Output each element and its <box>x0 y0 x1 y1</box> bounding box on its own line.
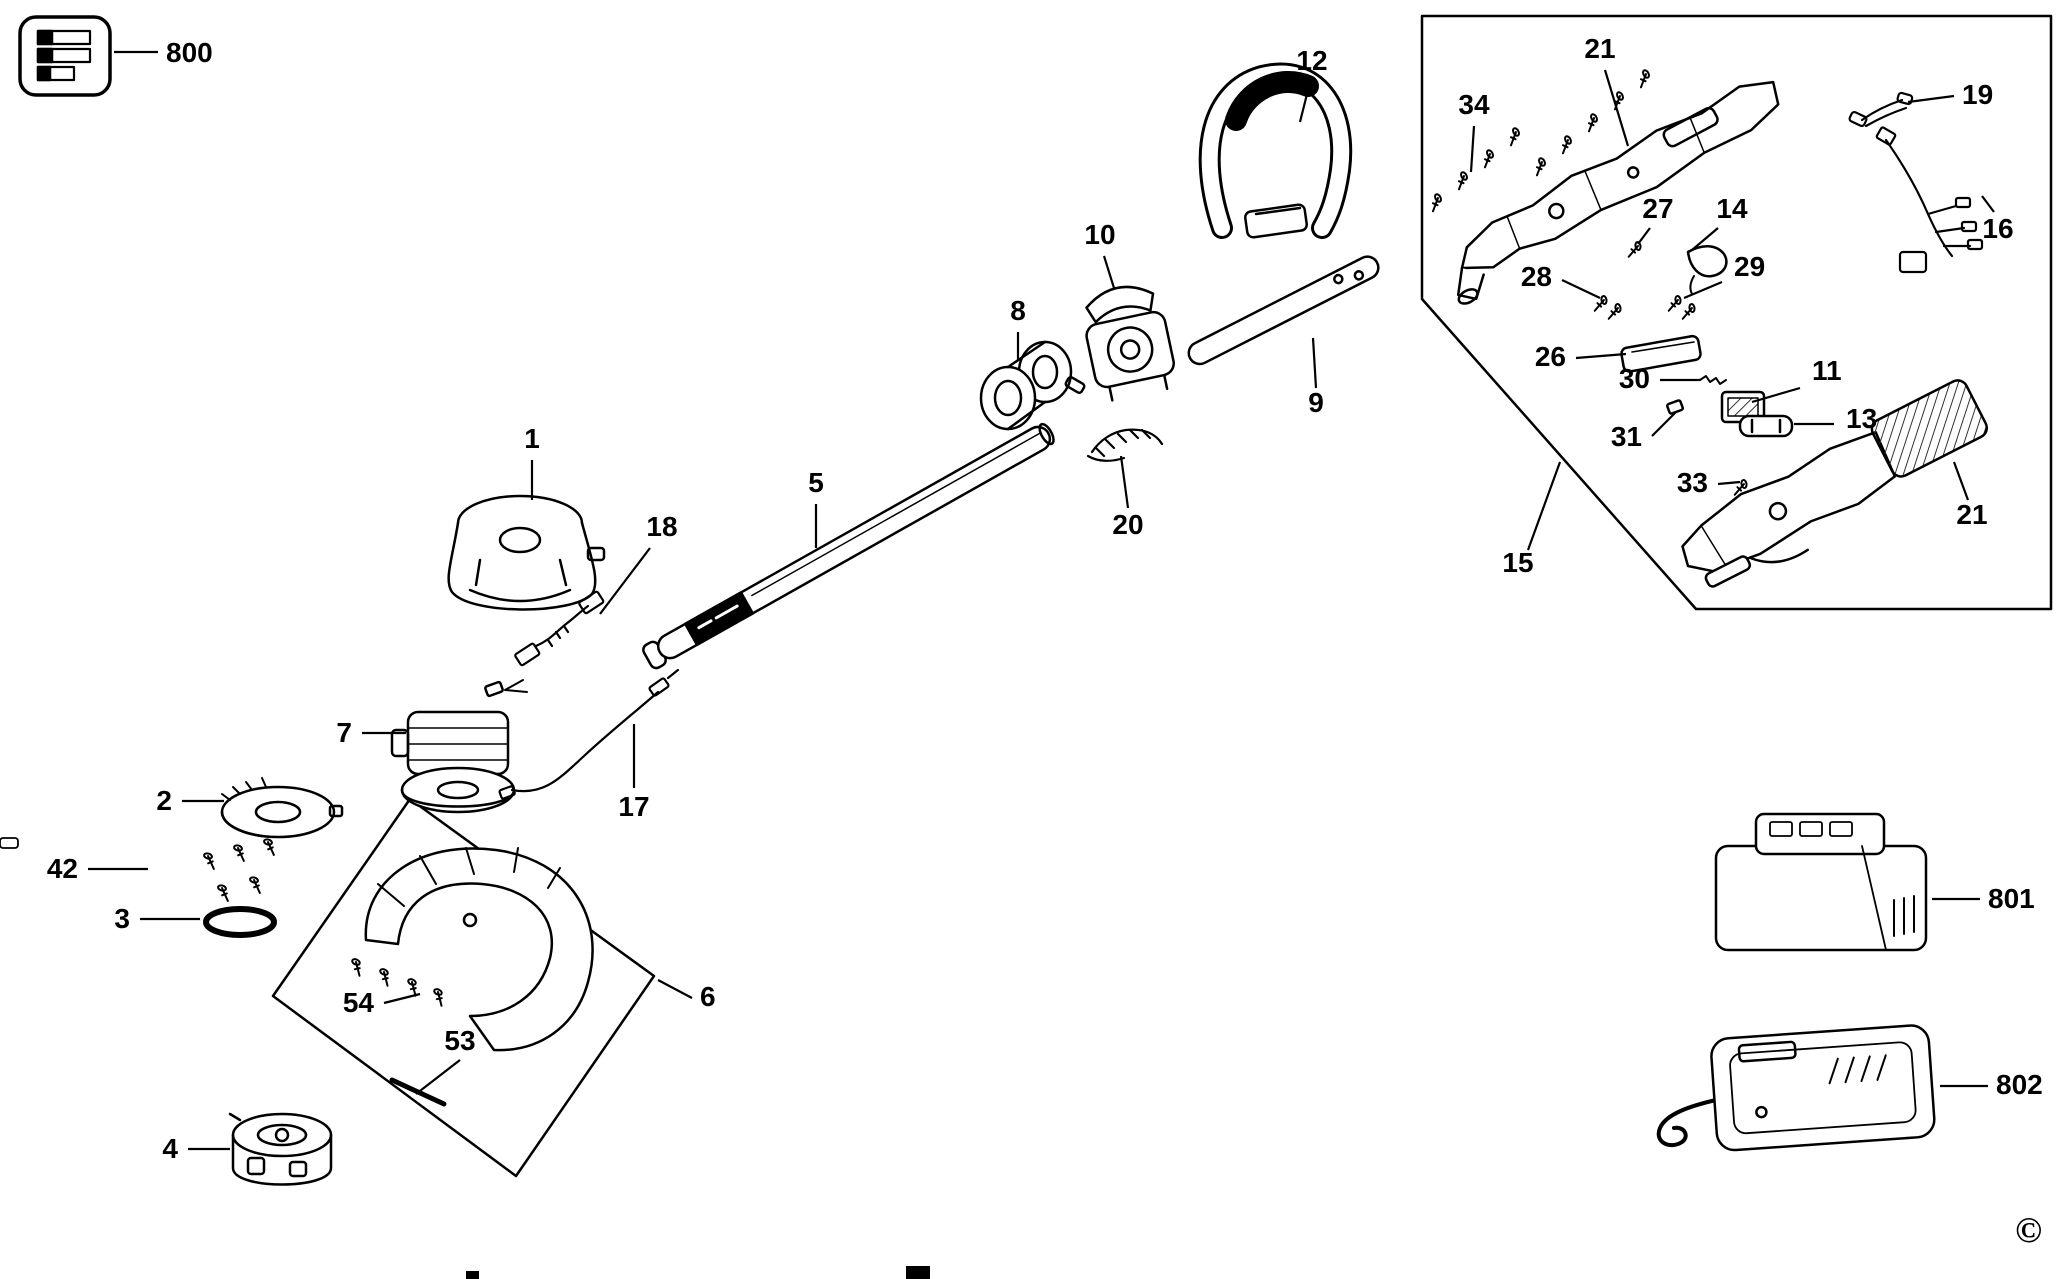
part-label-17: 17 <box>618 791 649 822</box>
part-26-bracket <box>1620 334 1702 373</box>
part-label-9: 9 <box>1308 387 1324 418</box>
part-31-clip <box>1666 399 1684 415</box>
leader-line-19 <box>1907 94 1955 104</box>
part-label-2: 2 <box>156 785 172 816</box>
copyright-symbol: © <box>2015 1210 2042 1250</box>
part-label-31: 31 <box>1611 421 1642 452</box>
part-4-spool <box>228 1112 333 1186</box>
leader-line-31 <box>1651 411 1677 437</box>
part-label-5: 5 <box>808 467 824 498</box>
part-label-21: 21 <box>1584 33 1615 64</box>
page-edge-artifact <box>906 1266 930 1279</box>
leader-line-29 <box>1683 280 1723 300</box>
part-802-charger <box>1710 1024 1936 1152</box>
leader-line-53 <box>415 1059 461 1095</box>
leader-line-26 <box>1575 352 1627 360</box>
manual-icon <box>18 15 112 97</box>
part-label-800: 800 <box>166 37 213 68</box>
part-30-spring <box>1699 375 1727 385</box>
part-label-21: 21 <box>1956 499 1987 530</box>
part-label-6: 6 <box>700 981 716 1012</box>
part-12-loop-handle <box>1198 62 1353 239</box>
part-label-42: 42 <box>47 853 78 884</box>
part-17-cable <box>498 668 680 800</box>
leader-line-10 <box>1102 255 1116 289</box>
part-6-guard <box>364 847 594 1052</box>
leader-line-6 <box>657 979 693 999</box>
part-3-foam-ring <box>203 906 277 938</box>
part-21-upper-housing <box>1456 80 1780 305</box>
part-label-802: 802 <box>1996 1069 2043 1100</box>
page-edge-artifact <box>466 1271 479 1279</box>
part-label-801: 801 <box>1988 883 2035 914</box>
charger-cord <box>1656 1098 1718 1148</box>
part-10-handle-clamp <box>1085 285 1175 402</box>
leader-line-9 <box>1311 337 1318 389</box>
part-label-3: 3 <box>114 903 130 934</box>
part-label-26: 26 <box>1535 341 1566 372</box>
part-label-30: 30 <box>1619 363 1650 394</box>
part-27-screw <box>1625 240 1644 259</box>
leader-line-20 <box>1119 455 1130 509</box>
part-28-screws <box>1591 294 1624 321</box>
part-8-coupler <box>979 340 1086 431</box>
part-label-1: 1 <box>524 423 540 454</box>
part-label-14: 14 <box>1716 193 1748 224</box>
leader-line-14 <box>1691 227 1719 251</box>
part-19-jumper-wire <box>1848 91 1914 128</box>
leader-line-33 <box>1717 480 1741 486</box>
part-label-18: 18 <box>646 511 677 542</box>
leader-line-16 <box>1981 195 1995 213</box>
leader-line-54 <box>383 992 421 1005</box>
part-21-lower-housing <box>1681 379 1989 588</box>
leader-line-21 <box>1952 461 1970 501</box>
part-label-11: 11 <box>1812 355 1842 386</box>
part-label-19: 19 <box>1962 79 1993 110</box>
leader-line-27 <box>1637 227 1651 245</box>
leader-line-11 <box>1751 386 1801 404</box>
part-14-trigger <box>1686 245 1728 295</box>
part-label-29: 29 <box>1734 251 1765 282</box>
leader-line-21 <box>1603 69 1630 147</box>
part-label-10: 10 <box>1084 219 1115 250</box>
part-16-wiring-harness <box>1875 126 1984 274</box>
part-label-53: 53 <box>444 1025 475 1056</box>
part-29-screws <box>1665 294 1698 321</box>
part-2-spool-cap <box>220 777 344 839</box>
part-label-20: 20 <box>1112 509 1143 540</box>
part-label-8: 8 <box>1010 295 1026 326</box>
part-label-34: 34 <box>1458 89 1490 120</box>
part-1-head-housing <box>447 494 606 611</box>
part-7-motor-assembly <box>390 679 528 814</box>
leader-line-34 <box>1469 125 1476 173</box>
inset-box-motor-assembly <box>1420 14 2053 611</box>
part-11-switch <box>1720 390 1766 424</box>
part-18-wire-harness <box>514 590 605 667</box>
part-label-54: 54 <box>343 987 375 1018</box>
part-label-4: 4 <box>162 1133 178 1164</box>
leader-line-18 <box>599 547 651 615</box>
part-label-7: 7 <box>336 717 352 748</box>
part-801-battery <box>0 812 1928 952</box>
part-label-28: 28 <box>1521 261 1552 292</box>
part-20-spring-clip <box>1086 428 1164 462</box>
part-9-upper-tube <box>1187 255 1380 366</box>
part-13-button <box>1738 414 1794 438</box>
part-5-shaft-tube <box>642 422 1055 670</box>
part-label-12: 12 <box>1296 45 1327 76</box>
part-label-33: 33 <box>1677 467 1708 498</box>
part-label-15: 15 <box>1502 547 1533 578</box>
part-label-27: 27 <box>1642 193 1673 224</box>
part-42-screws <box>200 837 279 903</box>
part-label-13: 13 <box>1846 403 1877 434</box>
leader-line-12 <box>1298 81 1312 123</box>
part-label-16: 16 <box>1982 213 2013 244</box>
leader-line-15 <box>1526 461 1562 551</box>
leader-line-28 <box>1561 279 1601 299</box>
